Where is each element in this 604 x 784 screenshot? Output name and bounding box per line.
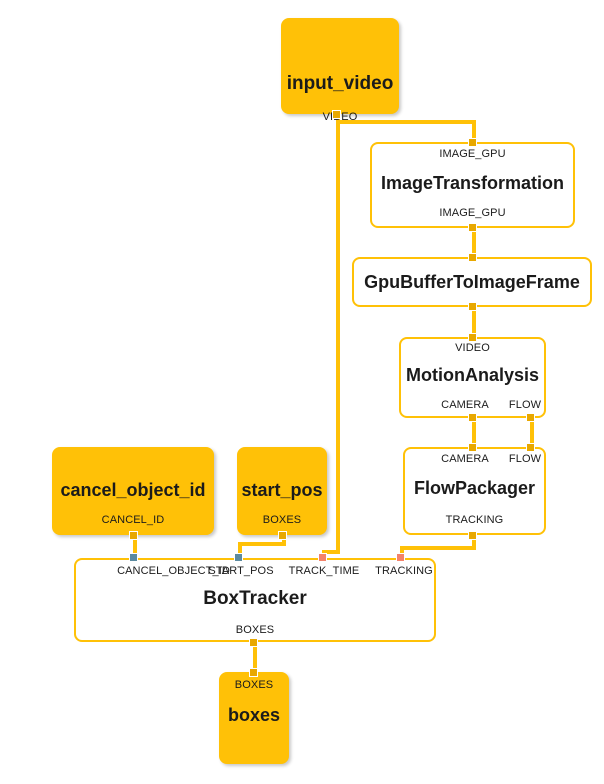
node-cancel-object-id-title: cancel_object_id [60,480,206,500]
connector-boxtracker-tracking-in[interactable] [396,553,405,562]
node-input-video-title: input_video [286,73,394,94]
wire-start-pos-v2 [238,542,242,558]
node-boxes-title: boxes [227,705,281,725]
node-box-tracker[interactable]: CANCEL_OBJECT_ID START_POS TRACK_TIME TR… [74,558,436,642]
connector-boxtracker-cancel-object-id-in[interactable] [129,553,138,562]
node-box-tracker-title: BoxTracker [203,588,307,609]
wire-gpubuffer-to-motionanalysis [472,305,476,338]
wire-input-video-to-imagetransformation-v [472,120,476,142]
port-label-flowpackager-flow-in: FLOW [508,453,542,465]
node-cancel-object-id[interactable]: cancel_object_id CANCEL_ID [52,447,214,535]
port-label-motionanalysis-video-in: VIDEO [455,342,490,354]
port-label-motionanalysis-flow-out: FLOW [508,399,542,411]
port-label-imagetransformation-image-gpu-in: IMAGE_GPU [439,148,506,160]
wire-cancel-object-id-v [133,531,137,558]
connector-cancel-object-id-out[interactable] [129,531,138,540]
node-gpu-buffer-to-image-frame-title: GpuBufferToImageFrame [364,272,580,292]
connector-gpubuffer-out[interactable] [468,302,477,311]
node-image-transformation[interactable]: IMAGE_GPU ImageTransformation IMAGE_GPU [370,142,575,228]
port-label-boxtracker-cancel-object-id-in: CANCEL_OBJECT_ID [117,565,230,577]
node-start-pos-title: start_pos [241,480,323,500]
wire-motionanalysis-flow-to-flowpackager [530,415,534,448]
node-image-transformation-title: ImageTransformation [380,173,565,193]
connector-input-video-video-out[interactable] [332,110,341,119]
wire-flowpackager-tracking-v1 [472,533,476,550]
wire-motionanalysis-camera-to-flowpackager [472,415,476,448]
connector-boxtracker-track-time-in[interactable] [318,553,327,562]
node-boxes[interactable]: BOXES boxes [219,672,289,764]
port-label-flowpackager-tracking-out: TRACKING [445,514,504,526]
wire-flowpackager-tracking-h [400,546,476,550]
node-input-video[interactable]: input_video VIDEO [281,18,399,123]
connector-motionanalysis-camera-out[interactable] [468,413,477,422]
node-motion-analysis[interactable]: VIDEO MotionAnalysis CAMERA FLOW [399,337,546,418]
node-gpu-buffer-to-image-frame[interactable]: GpuBufferToImageFrame [352,257,592,307]
node-flow-packager-title: FlowPackager [413,478,536,498]
node-flow-packager[interactable]: CAMERA FLOW FlowPackager TRACKING [403,447,546,535]
wire-flowpackager-tracking-v2 [400,546,404,558]
port-label-cancel-object-id-out: CANCEL_ID [101,514,165,526]
connector-motionanalysis-video-in[interactable] [468,333,477,342]
wire-input-video-to-track-time-v [336,120,340,554]
connector-start-pos-out[interactable] [278,531,287,540]
node-motion-analysis-title: MotionAnalysis [405,365,539,385]
connector-boxtracker-start-pos-in[interactable] [234,553,243,562]
port-label-boxtracker-track-time-in: TRACK_TIME [288,565,360,577]
port-label-start-pos-out: BOXES [262,514,302,526]
connector-flowpackager-tracking-out[interactable] [468,531,477,540]
port-label-boxtracker-tracking-in: TRACKING [375,565,433,577]
connector-motionanalysis-flow-out[interactable] [526,413,535,422]
wire-boxtracker-to-boxes [253,640,257,673]
port-label-boxes-in: BOXES [234,679,274,691]
wire-start-pos-h [238,542,286,546]
port-label-motionanalysis-camera-out: CAMERA [441,399,489,411]
port-label-boxtracker-start-pos-in: START_POS [208,565,274,577]
connector-imagetransformation-image-gpu-out[interactable] [468,223,477,232]
port-label-boxtracker-boxes-out: BOXES [235,624,275,636]
connector-boxes-in[interactable] [249,668,258,677]
connector-flowpackager-flow-in[interactable] [526,443,535,452]
port-label-imagetransformation-image-gpu-out: IMAGE_GPU [439,207,506,219]
wire-imagetransformation-to-gpubuffer [472,225,476,258]
wire-input-video-to-imagetransformation-h [336,120,476,124]
connector-gpubuffer-in[interactable] [468,253,477,262]
port-label-flowpackager-camera-in: CAMERA [441,453,489,465]
connector-flowpackager-camera-in[interactable] [468,443,477,452]
node-start-pos[interactable]: start_pos BOXES [237,447,327,535]
connector-imagetransformation-image-gpu-in[interactable] [468,138,477,147]
connector-boxtracker-boxes-out[interactable] [249,638,258,647]
wire-input-video-to-track-time-h [322,550,340,554]
